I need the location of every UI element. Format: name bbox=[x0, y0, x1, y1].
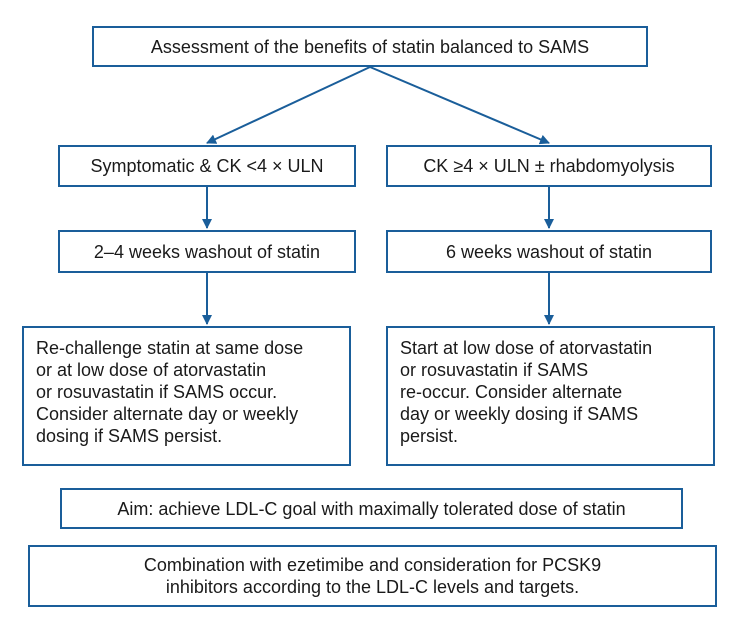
right-action-box: Start at low dose of atorvastatin or ros… bbox=[386, 326, 715, 466]
left-action-line: or rosuvastatin if SAMS occur. bbox=[36, 382, 278, 402]
right-action-line: Start at low dose of atorvastatin bbox=[400, 338, 653, 358]
left-action-line: Re-challenge statin at same dose bbox=[36, 338, 304, 358]
right-condition-text: CK ≥4 × ULN ± rhabdomyolysis bbox=[423, 156, 675, 176]
combination-line: inhibitors according to the LDL-C levels… bbox=[165, 577, 580, 597]
right-action-line: or rosuvastatin if SAMS bbox=[400, 360, 589, 380]
left-condition-text: Symptomatic & CK <4 × ULN bbox=[90, 156, 324, 176]
combination-line: Combination with ezetimibe and considera… bbox=[143, 555, 602, 575]
left-condition-box: Symptomatic & CK <4 × ULN bbox=[58, 145, 356, 187]
aim-text: Aim: achieve LDL-C goal with maximally t… bbox=[117, 498, 626, 519]
aim-box: Aim: achieve LDL-C goal with maximally t… bbox=[60, 488, 683, 529]
right-action-line: re-occur. Consider alternate bbox=[400, 382, 623, 402]
left-washout-box: 2–4 weeks washout of statin bbox=[58, 230, 356, 273]
arrow-top-to-left bbox=[206, 66, 371, 144]
right-condition-box: CK ≥4 × ULN ± rhabdomyolysis bbox=[386, 145, 712, 187]
left-action-line: Consider alternate day or weekly bbox=[36, 404, 299, 424]
left-washout-text: 2–4 weeks washout of statin bbox=[93, 241, 321, 262]
arrow-top-to-right bbox=[369, 66, 550, 145]
left-action-box: Re-challenge statin at same dose or at l… bbox=[22, 326, 351, 466]
left-action-line: dosing if SAMS persist. bbox=[36, 426, 223, 446]
right-washout-text: 6 weeks washout of statin bbox=[445, 241, 653, 262]
right-action-line: day or weekly dosing if SAMS bbox=[400, 404, 639, 424]
right-washout-box: 6 weeks washout of statin bbox=[386, 230, 712, 273]
right-action-line: persist. bbox=[400, 426, 459, 446]
assessment-box: Assessment of the benefits of statin bal… bbox=[92, 26, 648, 67]
left-action-line: or at low dose of atorvastatin bbox=[36, 360, 267, 380]
assessment-text: Assessment of the benefits of statin bal… bbox=[150, 36, 590, 57]
combination-box: Combination with ezetimibe and considera… bbox=[28, 545, 717, 607]
